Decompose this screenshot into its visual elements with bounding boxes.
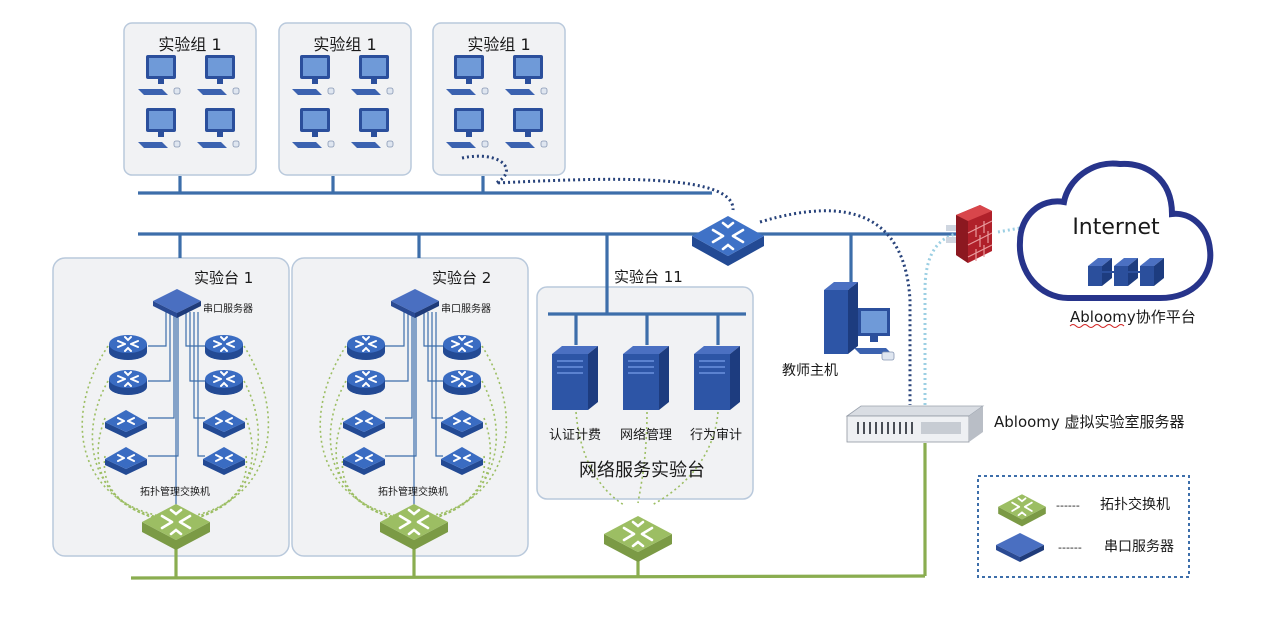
bench-label-2: 实验台 2 xyxy=(432,269,491,287)
green-links xyxy=(130,443,927,580)
bench-label-1: 实验台 1 xyxy=(194,269,253,287)
legend-dash-2: ------ xyxy=(1058,541,1082,554)
blue-links xyxy=(138,176,960,345)
router-icon xyxy=(108,369,148,396)
legend-dash-1: ------ xyxy=(1056,499,1080,512)
router-icon xyxy=(346,334,386,361)
router-icon xyxy=(204,334,244,361)
lab-group-label-2: 实验组 1 xyxy=(313,35,376,54)
server-label-2: 网络管理 xyxy=(620,427,672,443)
serial-links-bench-1 xyxy=(148,312,205,505)
tower-server-icon xyxy=(552,346,598,410)
legend-label-2: 串口服务器 xyxy=(1104,539,1174,555)
bench-2-topology-label: 拓扑管理交换机 xyxy=(378,485,448,498)
firewall-icon xyxy=(946,205,993,263)
internet-title: Internet xyxy=(1072,215,1160,240)
spellcheck-underline xyxy=(1069,324,1125,328)
console-dotted-links xyxy=(461,154,912,405)
bench-1-topology-label: 拓扑管理交换机 xyxy=(140,485,210,498)
router-icon xyxy=(204,369,244,396)
lab-bench-panel-2 xyxy=(291,257,529,557)
vlab-server-label: Abloomy 虚拟实验室服务器 xyxy=(994,413,1185,431)
router-icon xyxy=(442,369,482,396)
bench-2-serial-label: 串口服务器 xyxy=(441,302,491,315)
lab-group-label-3: 实验组 1 xyxy=(467,35,530,54)
service-bench-title: 网络服务实验台 xyxy=(579,460,705,481)
legend-label-1: 拓扑交换机 xyxy=(1100,496,1170,513)
router-icon xyxy=(442,334,482,361)
lab-bench-panel-1 xyxy=(52,257,290,557)
router-icon xyxy=(346,369,386,396)
bench-1-serial-label: 串口服务器 xyxy=(203,302,253,315)
rack-server-icon xyxy=(845,405,985,443)
core-switch-icon xyxy=(692,216,764,266)
router-icon xyxy=(108,334,148,361)
teacher-host-label: 教师主机 xyxy=(782,363,838,379)
topology-switch-icon xyxy=(602,514,674,564)
internet-cloud-icon xyxy=(1016,160,1214,301)
topology-dotted-links xyxy=(81,345,719,523)
platform-label: Abloomy协作平台 xyxy=(1070,308,1196,326)
legend-box xyxy=(977,475,1190,578)
server-label-3: 行为审计 xyxy=(690,428,742,443)
lab-group-label-1: 实验组 1 xyxy=(158,35,221,54)
serial-links-bench-2 xyxy=(385,312,443,505)
server-label-1: 认证计费 xyxy=(549,428,601,443)
tower-server-icon xyxy=(623,346,669,410)
tower-server-icon xyxy=(694,346,740,410)
service-bench-label: 实验台 11 xyxy=(614,268,683,286)
teacher-host-icon xyxy=(824,282,895,361)
